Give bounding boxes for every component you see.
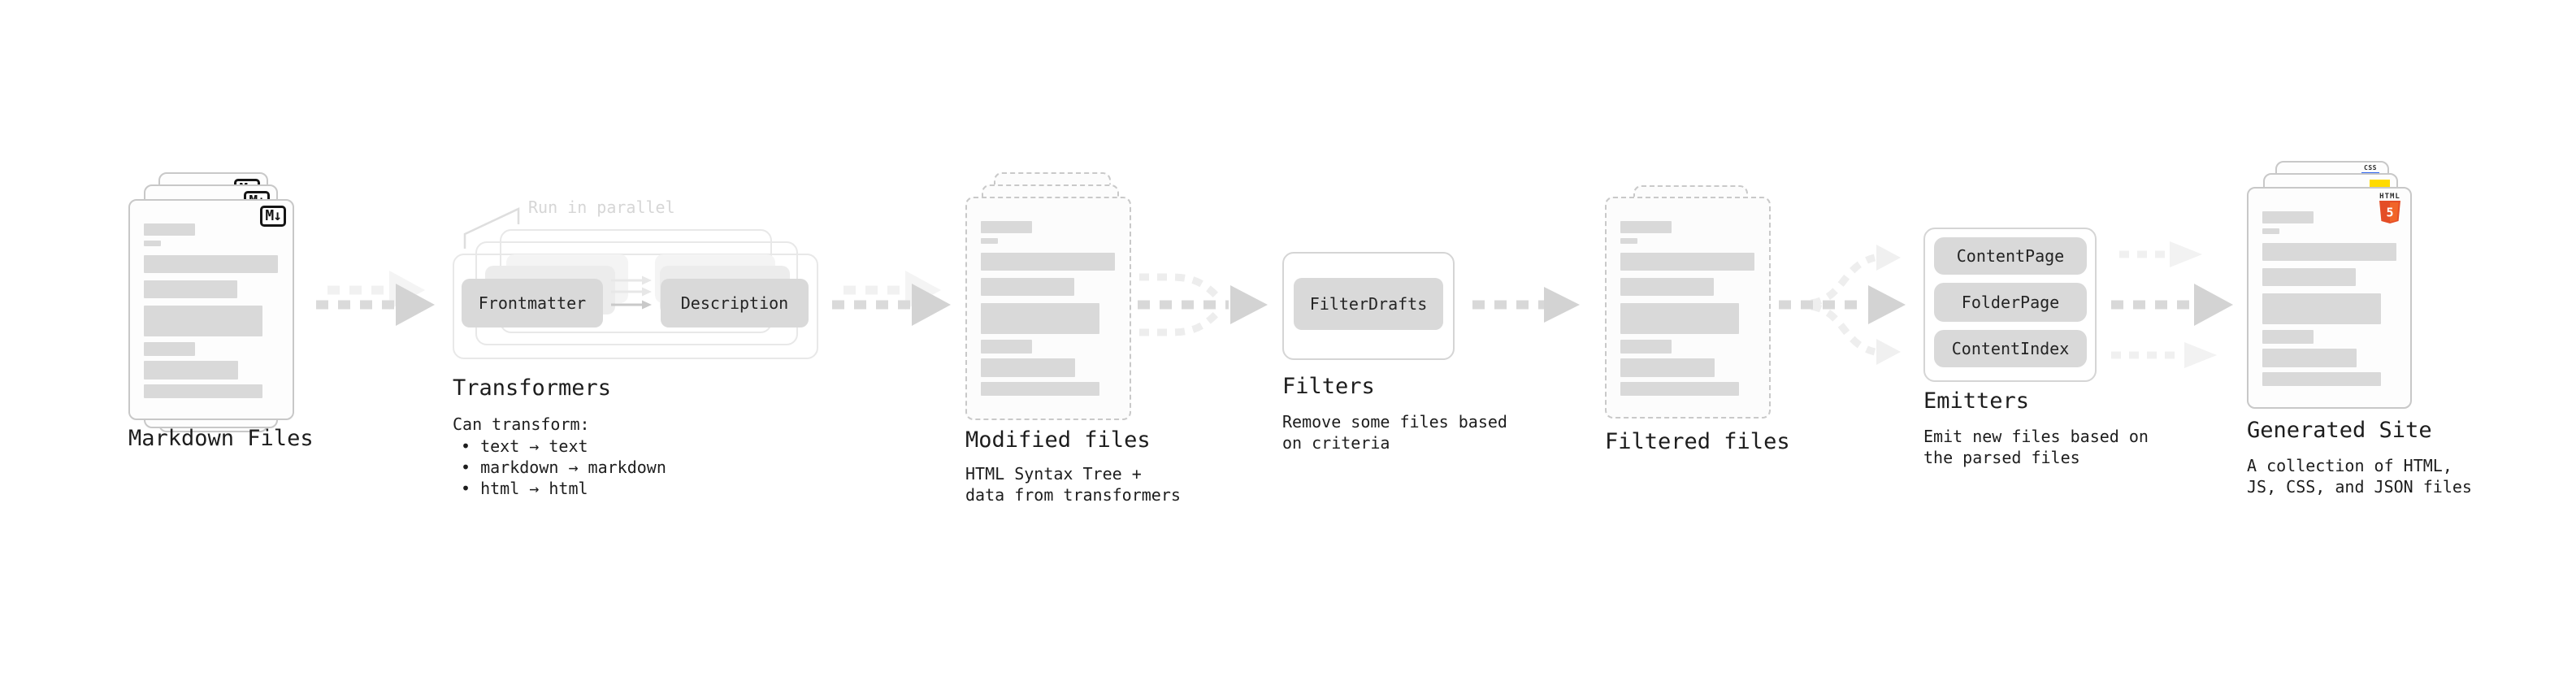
description-chip: Description	[661, 279, 809, 327]
css-icon-label: CSS	[2364, 164, 2377, 171]
markdown-files-label: Markdown Files	[128, 426, 314, 451]
doc-line	[2262, 243, 2396, 261]
bullet-item: • html → html	[461, 479, 588, 498]
doc-line	[144, 342, 195, 356]
doc-lines	[144, 223, 278, 398]
emitters-label: Emitters	[1923, 388, 2030, 414]
doc-line	[1620, 340, 1672, 354]
contentindex-chip: ContentIndex	[1934, 330, 2087, 367]
doc-line	[144, 361, 238, 380]
doc-line	[981, 221, 1032, 233]
doc-line	[2262, 349, 2357, 367]
transformers-bullet-list: • text → text • markdown → markdown • ht…	[461, 436, 666, 499]
doc-line	[981, 358, 1075, 377]
emitters-subtext: Emit new files based on the parsed files	[1923, 427, 2149, 467]
file-card-front: M↓	[128, 199, 294, 420]
fanout-arrow	[1779, 245, 1906, 365]
markdown-icon: M↓	[260, 206, 286, 227]
doc-line	[2262, 372, 2381, 386]
doc-line	[2262, 293, 2381, 324]
generated-site-subtext: A collection of HTML, JS, CSS, and JSON …	[2247, 456, 2472, 497]
doc-line	[2262, 211, 2314, 223]
bullet-item: • markdown → markdown	[461, 458, 666, 477]
folderpage-chip: FolderPage	[1934, 283, 2087, 322]
doc-line	[144, 241, 161, 246]
doc-line	[2262, 330, 2314, 344]
doc-line	[144, 306, 262, 336]
doc-line	[2262, 228, 2279, 234]
doc-line	[981, 382, 1099, 396]
transformers-subtext: Can transform:	[453, 414, 590, 434]
modified-files-label: Modified files	[965, 427, 1151, 453]
doc-lines	[1620, 221, 1754, 396]
doc-lines	[2262, 211, 2396, 386]
filterdrafts-chip: FilterDrafts	[1294, 278, 1443, 330]
filters-subtext: Remove some files based on criteria	[1282, 412, 1507, 453]
doc-line	[144, 255, 278, 273]
doc-lines	[981, 221, 1115, 396]
doc-line	[981, 303, 1099, 334]
html5-icon: HTML 5	[2376, 193, 2404, 227]
doc-line	[1620, 303, 1739, 334]
doc-line	[2262, 268, 2356, 286]
file-card-front	[965, 197, 1131, 420]
parallel-arrows-icon	[611, 275, 652, 310]
modified-files-subtext: HTML Syntax Tree + data from transformer…	[965, 464, 1181, 505]
generated-site-label: Generated Site	[2247, 418, 2432, 443]
doc-line	[1620, 358, 1715, 377]
doc-line	[1620, 253, 1754, 271]
doc-line	[1620, 221, 1672, 233]
file-card-front	[1605, 197, 1771, 419]
doc-line	[144, 384, 262, 398]
flow-arrow	[1472, 287, 1580, 323]
html5-number: 5	[2386, 206, 2393, 220]
transformers-label: Transformers	[453, 375, 612, 401]
merge-arrow	[1138, 273, 1268, 336]
filtered-files-label: Filtered files	[1605, 429, 1790, 454]
doc-line	[981, 253, 1115, 271]
doc-line	[1620, 238, 1637, 244]
html5-icon-label: HTML	[2379, 193, 2400, 201]
doc-line	[144, 223, 195, 236]
flow-arrow	[316, 271, 435, 326]
doc-line	[981, 340, 1032, 354]
file-card-front: HTML 5	[2247, 187, 2412, 409]
contentpage-chip: ContentPage	[1934, 237, 2087, 275]
filters-label: Filters	[1282, 374, 1375, 399]
transformer-box-front	[453, 254, 818, 359]
triple-flow-arrows	[2111, 241, 2233, 368]
html5-shield: 5	[2379, 201, 2400, 223]
run-in-parallel-annotation: Run in parallel	[528, 197, 675, 217]
annotation-leader-line	[463, 207, 520, 249]
doc-line	[144, 280, 237, 298]
bullet-item: • text → text	[461, 436, 588, 456]
flow-arrow	[832, 271, 951, 326]
doc-line	[981, 238, 998, 244]
doc-line	[981, 278, 1074, 296]
doc-line	[1620, 278, 1714, 296]
doc-line	[1620, 382, 1739, 396]
frontmatter-chip: Frontmatter	[462, 279, 603, 327]
